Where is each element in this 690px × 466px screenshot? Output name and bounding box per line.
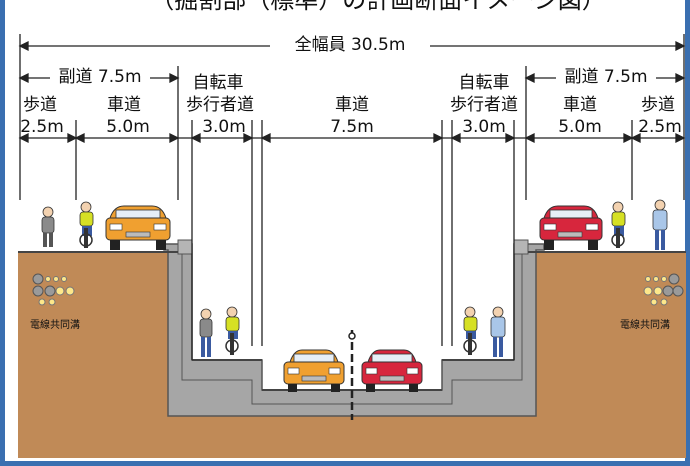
left-bicycle-label-2: 歩行者道 <box>186 95 254 115</box>
utility-conduit-right <box>643 273 684 306</box>
car-orange-main <box>283 349 345 392</box>
cyclist-right-top <box>611 201 626 248</box>
left-sidewalk-width: 2.5m <box>20 117 64 137</box>
total-width-label: 全幅員 30.5m <box>270 32 430 56</box>
dimension-lines <box>18 34 686 360</box>
side-road-right-text: 副道 7.5m <box>565 67 648 87</box>
cyclist-left-lower <box>225 306 240 355</box>
right-sidewalk-label: 歩道 <box>641 95 675 115</box>
left-roadway-width: 5.0m <box>106 117 150 137</box>
right-parapet <box>513 239 529 255</box>
right-bicycle-label-1: 自転車 <box>459 73 510 93</box>
main-roadway-width: 7.5m <box>330 117 374 137</box>
cyclist-left-top <box>79 201 94 248</box>
utility-conduit-left <box>32 273 75 306</box>
pedestrian-right-top <box>652 199 668 250</box>
left-bicycle-width: 3.0m <box>202 117 246 137</box>
left-parapet <box>177 239 193 255</box>
left-roadway-label: 車道 <box>107 95 141 115</box>
left-sidewalk-label: 歩道 <box>23 95 57 115</box>
right-sidewalk-width: 2.5m <box>638 117 682 137</box>
main-roadway-label: 車道 <box>335 95 369 115</box>
diagram-title: （掘割部（標準）の計画断面イメージ図） <box>150 0 606 14</box>
side-road-left-text: 副道 7.5m <box>59 67 142 87</box>
left-bicycle-label-1: 自転車 <box>193 73 244 93</box>
right-roadway-width: 5.0m <box>558 117 602 137</box>
right-roadway-label: 車道 <box>563 95 597 115</box>
right-bicycle-width: 3.0m <box>462 117 506 137</box>
pedestrian-left-top <box>41 206 55 247</box>
car-orange-left <box>105 205 171 250</box>
right-bicycle-label-2: 歩行者道 <box>450 95 518 115</box>
car-red-right <box>539 205 603 250</box>
side-road-right-label: 副道 7.5m <box>556 64 656 88</box>
cyclist-right-lower <box>463 306 478 355</box>
pedestrian-left-lower <box>199 308 213 357</box>
side-road-left-label: 副道 7.5m <box>50 64 150 88</box>
car-red-main <box>361 349 423 392</box>
utility-conduit-left-label: 電線共同溝 <box>30 318 80 331</box>
center-post <box>348 332 356 340</box>
utility-conduit-right-label: 電線共同溝 <box>620 318 670 331</box>
pedestrian-right-lower <box>490 306 506 357</box>
total-width-text: 全幅員 30.5m <box>295 35 406 55</box>
